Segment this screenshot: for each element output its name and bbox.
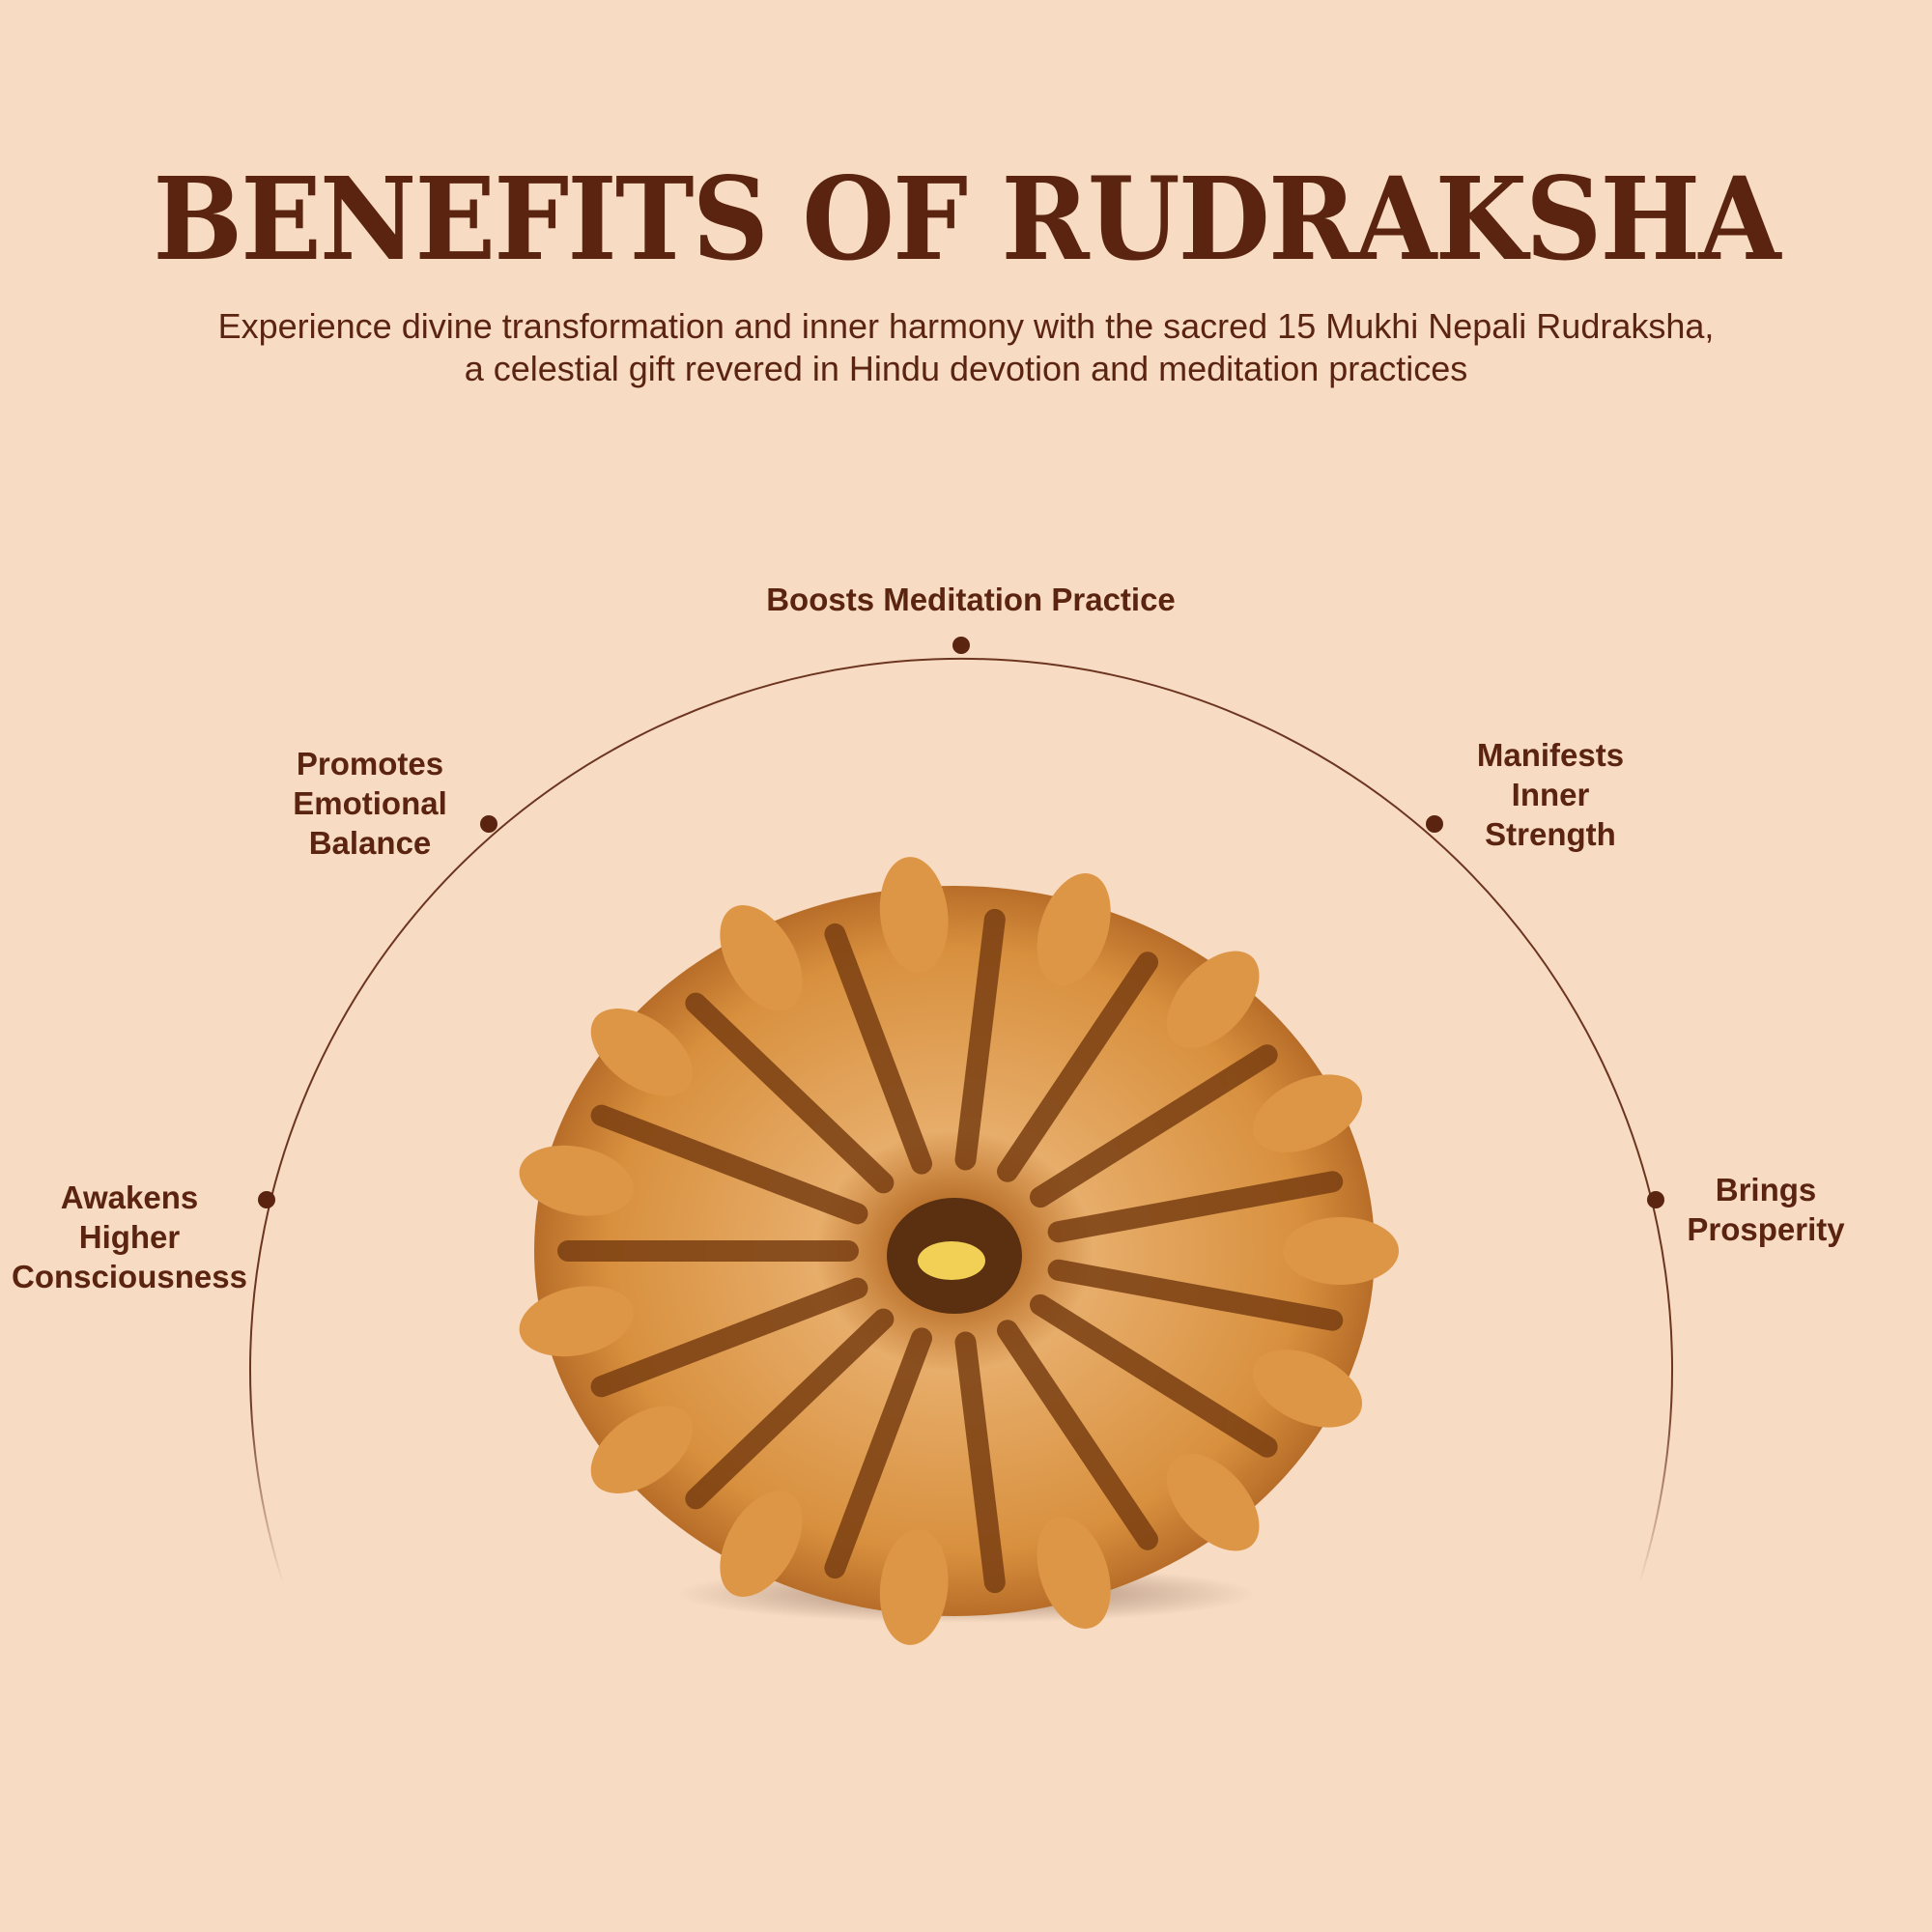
- label-line: Consciousness: [12, 1259, 247, 1294]
- bead-lobe: [720, 905, 803, 1011]
- label-line: Prosperity: [1687, 1211, 1845, 1247]
- bead-lobe: [879, 857, 949, 973]
- dot-consciousness: [258, 1191, 275, 1208]
- bead-lobe: [590, 1406, 694, 1493]
- bead-lobe: [879, 1529, 949, 1645]
- bead-groove: [954, 908, 1006, 1171]
- benefit-brings-prosperity: Brings Prosperity: [1687, 1170, 1844, 1249]
- benefit-boosts-meditation-practice: Boosts Meditation Practice: [766, 580, 1176, 619]
- bead-lobe: [1166, 951, 1260, 1049]
- bead-groove: [685, 1308, 895, 1510]
- bead-lobe: [590, 1009, 694, 1096]
- bead-lobe: [720, 1491, 803, 1597]
- subtitle-line-1: Experience divine transformation and inn…: [217, 306, 1715, 346]
- bead-groove: [1029, 1044, 1278, 1208]
- bead-lobe: [1252, 1350, 1363, 1428]
- bead-groove: [590, 1104, 868, 1225]
- bead-lobe: [1283, 1217, 1399, 1285]
- bead-groove: [997, 952, 1158, 1182]
- label-line: Higher: [78, 1219, 181, 1255]
- label-line: Manifests: [1476, 737, 1625, 773]
- bead-lobe: [519, 1286, 634, 1357]
- bead-groove: [1047, 1259, 1344, 1331]
- bead-groove: [824, 1327, 933, 1579]
- dot-strength: [1426, 815, 1443, 833]
- dot-emotional: [480, 815, 497, 833]
- bead-groove: [997, 1320, 1158, 1550]
- benefit-manifests-inner-strength: Manifests Inner Strength: [1477, 735, 1624, 854]
- label-line: Strength: [1485, 816, 1616, 852]
- page-title: BENEFITS OF RUDRAKSHA: [153, 152, 1780, 286]
- dot-meditation: [952, 637, 970, 654]
- benefit-awakens-higher-consciousness: Awakens Higher Consciousness: [12, 1178, 247, 1296]
- bead-groove: [1029, 1293, 1278, 1458]
- bead-groove: [824, 923, 933, 1175]
- label-line: Boosts Meditation Practice: [766, 582, 1176, 617]
- label-line: Awakens: [60, 1179, 199, 1215]
- label-line: Emotional: [293, 785, 447, 821]
- bead-groove: [590, 1277, 868, 1398]
- dot-prosperity: [1647, 1191, 1664, 1208]
- bead-lobe: [519, 1145, 634, 1216]
- rudraksha-bead-icon: [519, 857, 1399, 1645]
- label-line: Balance: [308, 825, 432, 861]
- bead-lobe: [1252, 1074, 1363, 1152]
- subtitle-line-2: a celestial gift revered in Hindu devoti…: [464, 349, 1468, 388]
- benefit-promotes-emotional-balance: Promotes Emotional Balance: [293, 744, 447, 863]
- arc-line: [249, 657, 1673, 1584]
- bead-lobe: [1037, 873, 1111, 986]
- label-line: Brings: [1715, 1172, 1817, 1208]
- bead-groove: [954, 1331, 1006, 1594]
- label-line: Inner: [1511, 777, 1590, 812]
- bead-groove: [685, 992, 895, 1194]
- label-line: Promotes: [296, 746, 444, 781]
- bead-groove: [1047, 1171, 1344, 1243]
- bead-lobe: [1037, 1516, 1111, 1629]
- bead-lobe: [1166, 1453, 1260, 1551]
